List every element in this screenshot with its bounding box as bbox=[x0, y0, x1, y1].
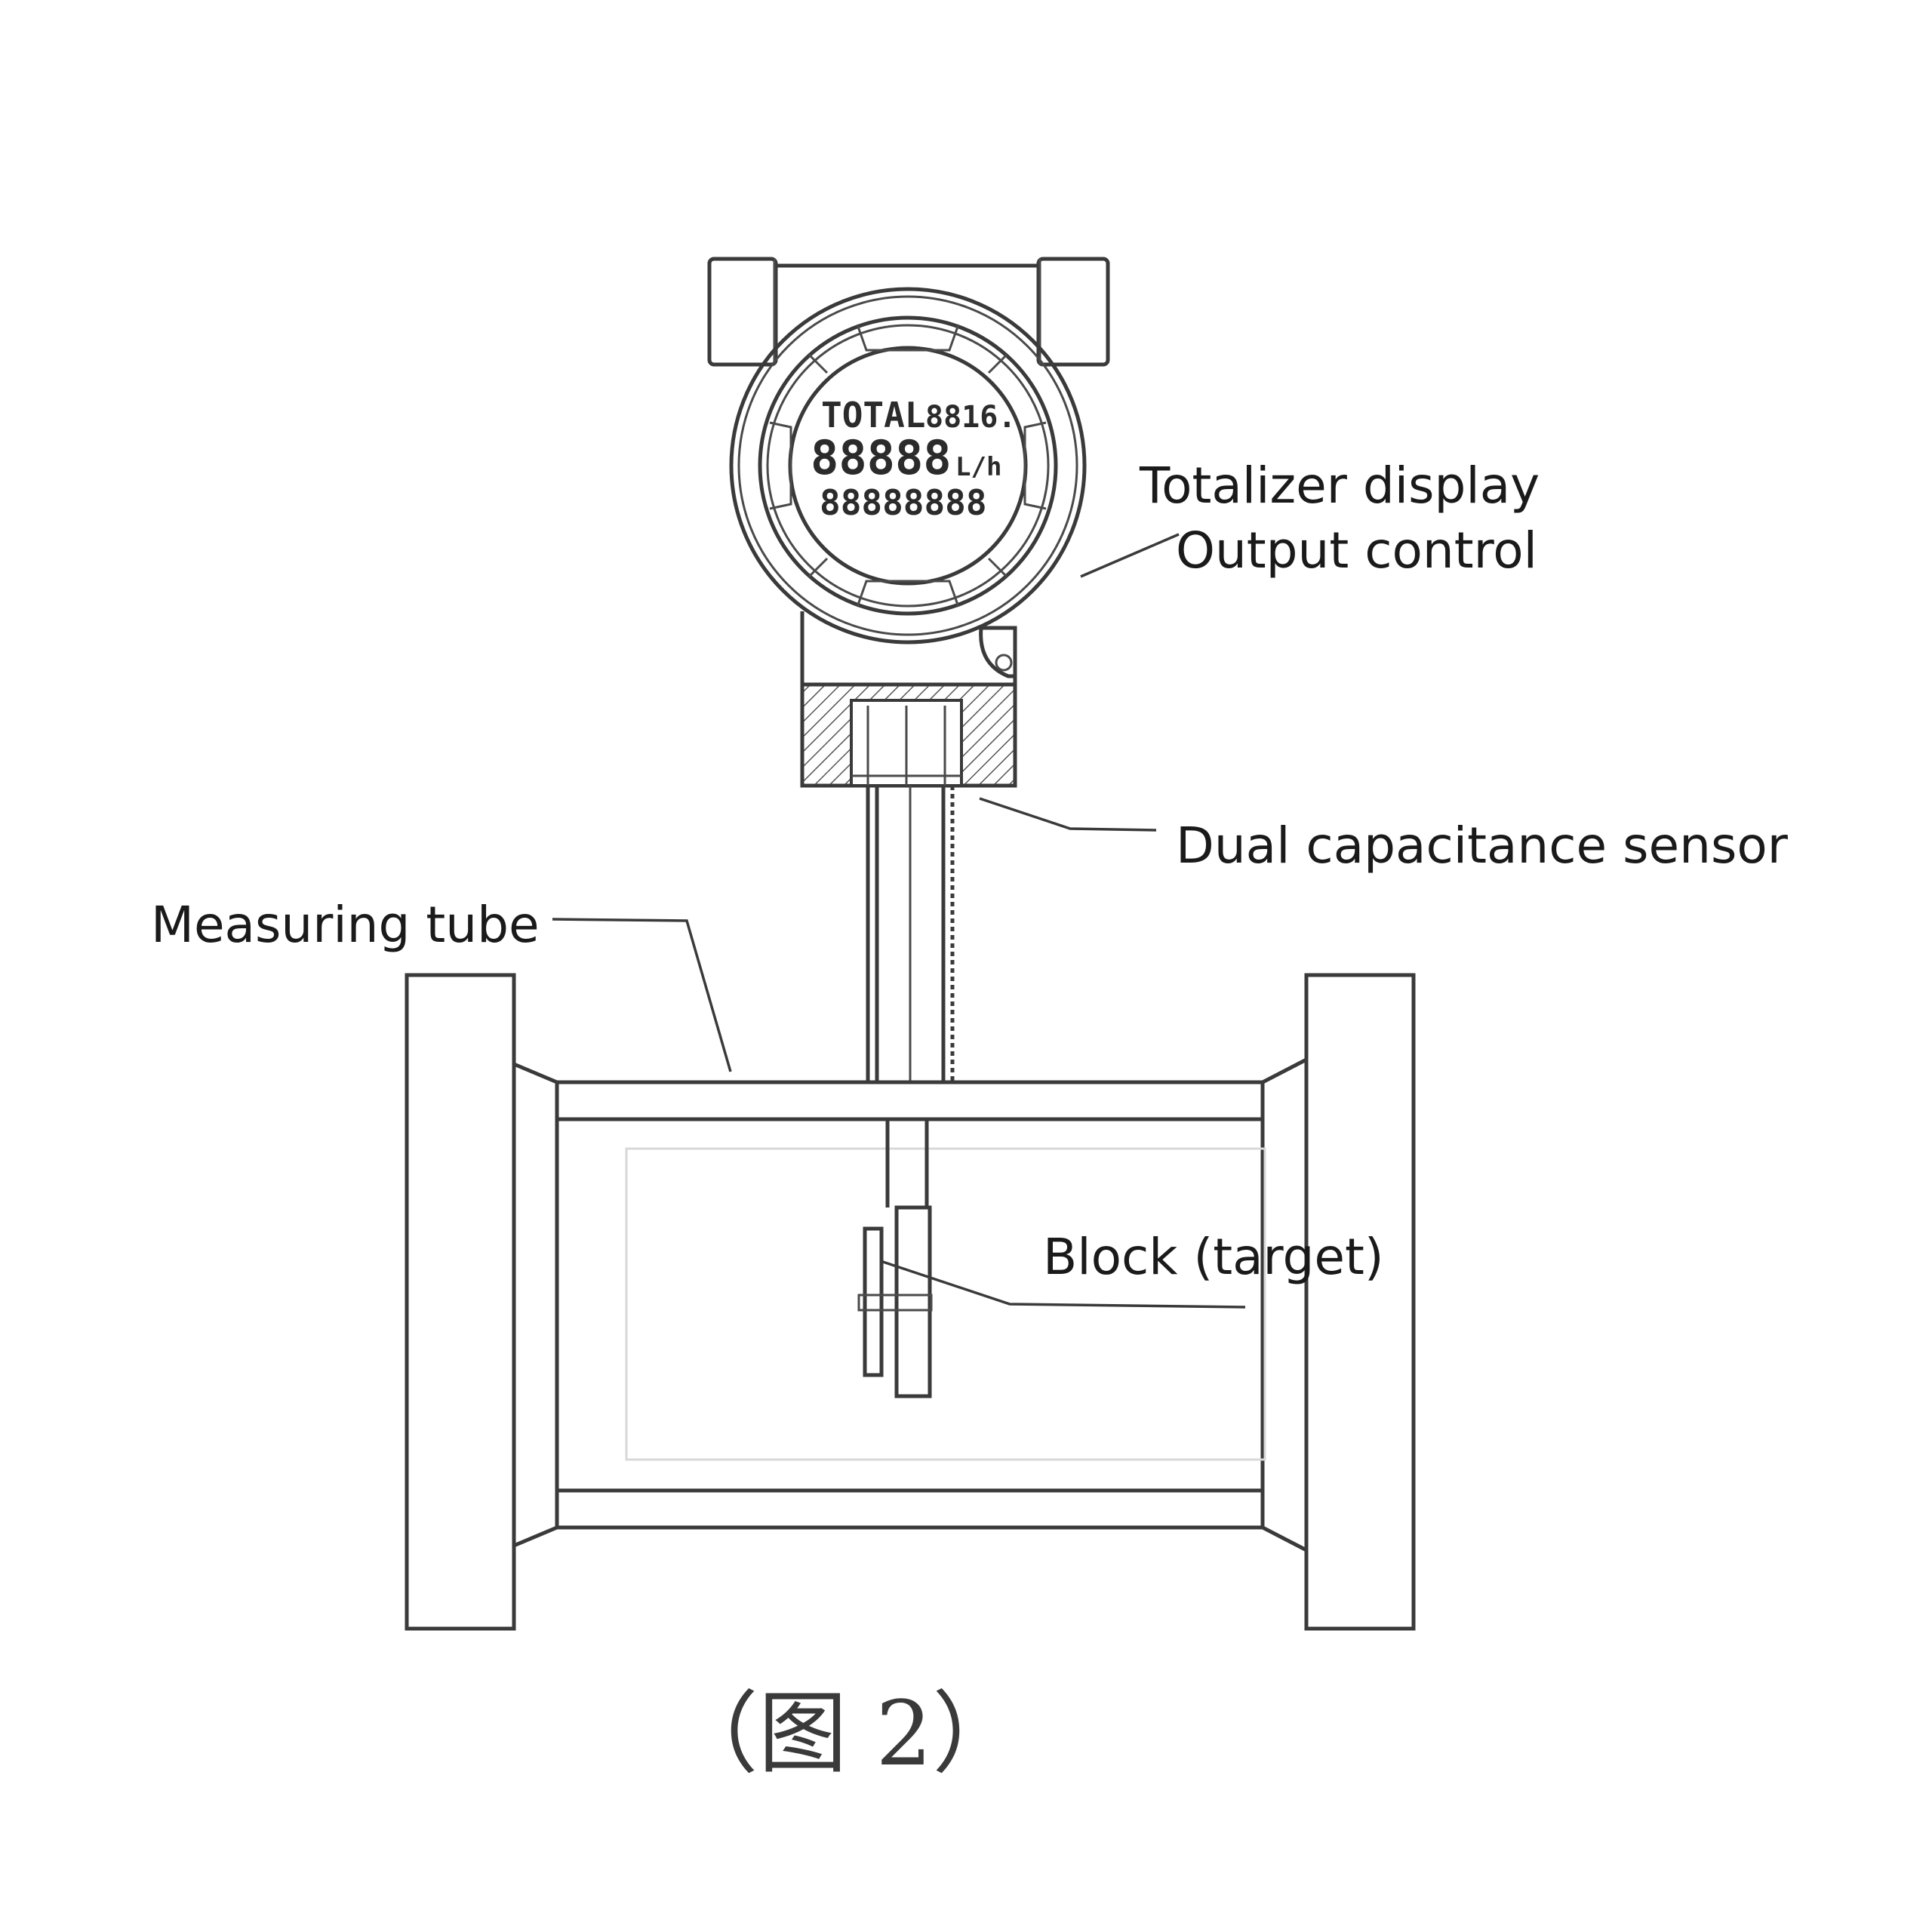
cover-ring bbox=[758, 315, 1058, 616]
lcd-row2: 88888 bbox=[811, 430, 952, 485]
leader-target bbox=[882, 1260, 1246, 1309]
sensor-stem bbox=[866, 786, 955, 1081]
transmitter-head: TOTAL 8816. 88888 L/h 88888888 bbox=[707, 257, 1110, 1081]
lcd-row3: 88888888 bbox=[820, 482, 987, 523]
leader-lines bbox=[552, 533, 1246, 1309]
label-dual-capacitance-sensor: Dual capacitance sensor bbox=[1176, 817, 1789, 875]
left-conduit-boss bbox=[707, 257, 778, 367]
callout-labels: Totalizer display Output control Dual ca… bbox=[151, 457, 1789, 1286]
leader-sensor bbox=[979, 797, 1157, 832]
label-output-control: Output control bbox=[1176, 521, 1537, 580]
target-disc bbox=[863, 1226, 884, 1377]
measuring-tube bbox=[405, 973, 1416, 1631]
label-totalizer-display: Totalizer display bbox=[1139, 457, 1540, 515]
figure-caption: （图 2） bbox=[669, 1681, 1022, 1786]
leader-totalizer bbox=[1080, 533, 1180, 578]
label-block-target: Block (target) bbox=[1043, 1228, 1384, 1286]
housing-outer-ring bbox=[729, 287, 1087, 645]
lcd-row1-right: 8816. bbox=[925, 400, 1016, 435]
leader-tube bbox=[552, 918, 732, 1072]
lcd-row2-unit: L/h bbox=[955, 452, 1001, 482]
left-flange bbox=[405, 973, 516, 1631]
lcd-row1-left: TOTAL bbox=[821, 395, 925, 435]
right-flange bbox=[1304, 973, 1416, 1631]
label-measuring-tube: Measuring tube bbox=[151, 896, 540, 954]
target-block bbox=[857, 1119, 933, 1398]
sensor-housing-block bbox=[800, 682, 1017, 788]
lcd-display: TOTAL 8816. 88888 L/h 88888888 bbox=[811, 395, 1016, 523]
right-conduit-boss bbox=[1036, 257, 1110, 367]
